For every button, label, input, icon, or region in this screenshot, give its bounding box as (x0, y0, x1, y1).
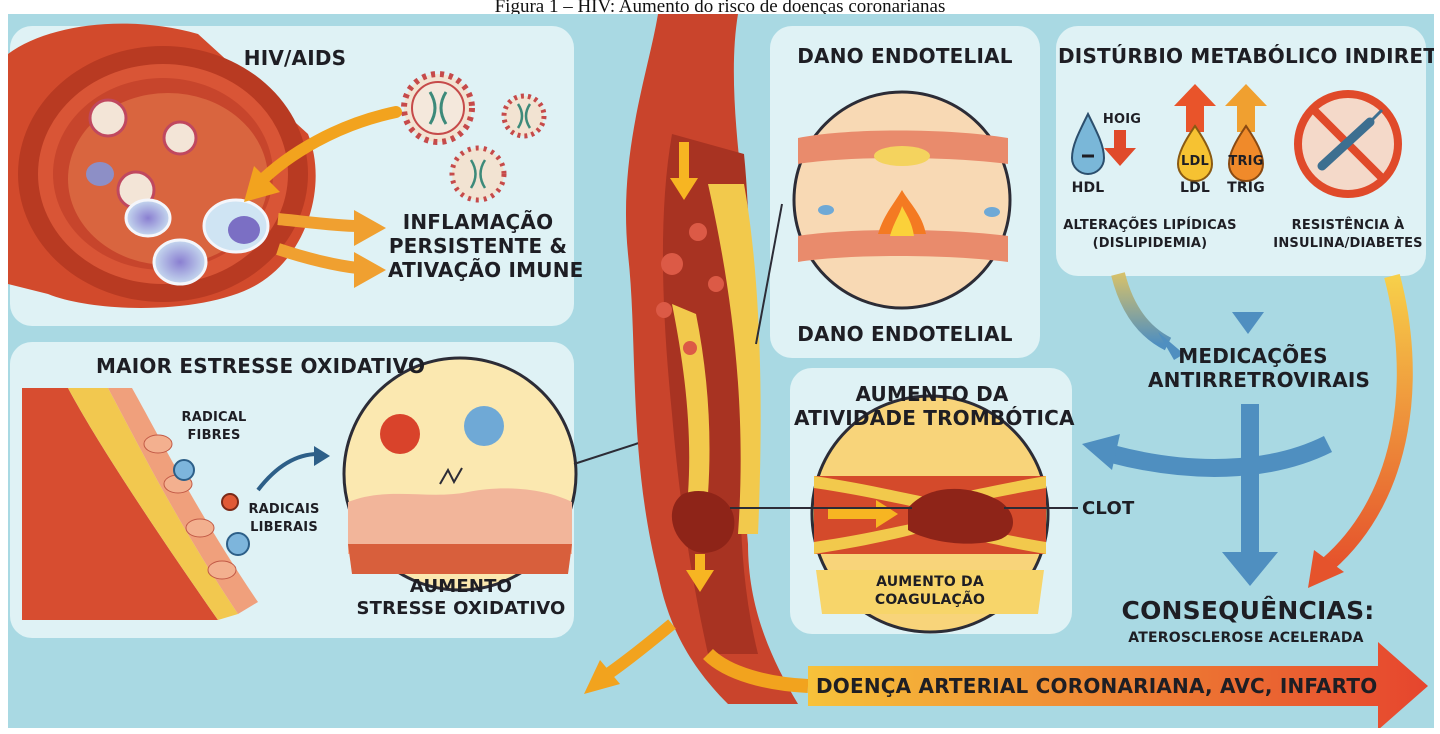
radicais-liberais-line-1: RADICAIS (244, 502, 324, 517)
oxidative-result-line-2: STRESSE OXIDATIVO (348, 598, 574, 619)
arrows-to-inflammation (278, 210, 386, 288)
endothelial-zoom-circle (794, 92, 1010, 308)
inflammation-line-1: INFLAMAÇÃO (388, 210, 568, 234)
radical-fibres-line-1: RADICAL (174, 410, 254, 425)
connector-oxidative (574, 440, 648, 464)
thrombotic-title-line-1: AUMENTO DA (794, 382, 1070, 406)
no-injection-icon (1298, 94, 1398, 194)
oxidative-result-line-1: AUMENTO (348, 576, 574, 597)
lipid-label-line-1: ALTERAÇÕES LIPÍDICAS (1062, 218, 1238, 233)
consequence-banner-text: DOENÇA ARTERIAL CORONARIANA, AVC, INFART… (816, 674, 1356, 698)
connector-endothelial (756, 204, 782, 344)
insulin-label-line-2: INSULINA/DIABETES (1270, 236, 1426, 251)
oxidative-title: MAIOR ESTRESSE OXIDATIVO (96, 354, 425, 378)
hiv-title: HIV/AIDS (240, 46, 350, 70)
curved-arrow-oxidative (258, 446, 330, 490)
inflammation-line-2: PERSISTENTE & (388, 234, 568, 258)
trig-drop-label: TRIG (1227, 154, 1265, 169)
lipid-label-line-2: (DISLIPIDEMIA) (1062, 236, 1238, 251)
central-artery (626, 14, 798, 704)
radicais-liberais-line-2: LIBERAIS (244, 520, 324, 535)
inflammation-line-3: ATIVAÇÃO IMUNE (388, 258, 568, 282)
free-virus-particles (404, 74, 544, 200)
down-arrow-icon (1104, 130, 1136, 166)
insulin-label-line-1: RESISTÊNCIA À (1270, 218, 1426, 233)
arrow-insulin-to-consequences (1308, 276, 1405, 588)
hdl-drop-icon (1072, 114, 1104, 174)
radical-fibres-line-2: FIBRES (174, 428, 254, 443)
hoig-label: HOIG (1102, 112, 1142, 127)
coagulation-line-1: AUMENTO DA (822, 574, 1038, 590)
medications-line-2: ANTIRRETROVIRAIS (1148, 368, 1358, 392)
coagulation-line-2: COAGULAÇÃO (822, 592, 1038, 608)
clot-label: CLOT (1082, 498, 1134, 519)
endothelial-title: DANO ENDOTELIAL (780, 44, 1030, 68)
infographic: HIV/AIDS INFLAMAÇÃO PERSISTENTE & ATIVAÇ… (8, 14, 1434, 728)
ldl-label: LDL (1175, 180, 1215, 196)
oxidative-zoom-circle (344, 358, 576, 590)
arrow-medications-left (1082, 434, 1328, 470)
metabolic-title: DISTÚRBIO METABÓLICO INDIRETO (1058, 44, 1426, 68)
thrombotic-title-line-2: ATIVIDADE TROMBÓTICA (794, 406, 1070, 430)
arrow-medications-down (1222, 404, 1278, 586)
hdl-label: HDL (1068, 180, 1108, 196)
medications-line-1: MEDICAÇÕES (1148, 344, 1358, 368)
ldl-drop-label: LDL (1177, 154, 1213, 169)
endothelial-caption: DANO ENDOTELIAL (780, 322, 1030, 346)
consequences-title: CONSEQUÊNCIAS: (1118, 596, 1378, 625)
trig-label: TRIG (1224, 180, 1268, 196)
consequences-subtitle: ATEROSCLEROSE ACELERADA (1104, 630, 1388, 646)
